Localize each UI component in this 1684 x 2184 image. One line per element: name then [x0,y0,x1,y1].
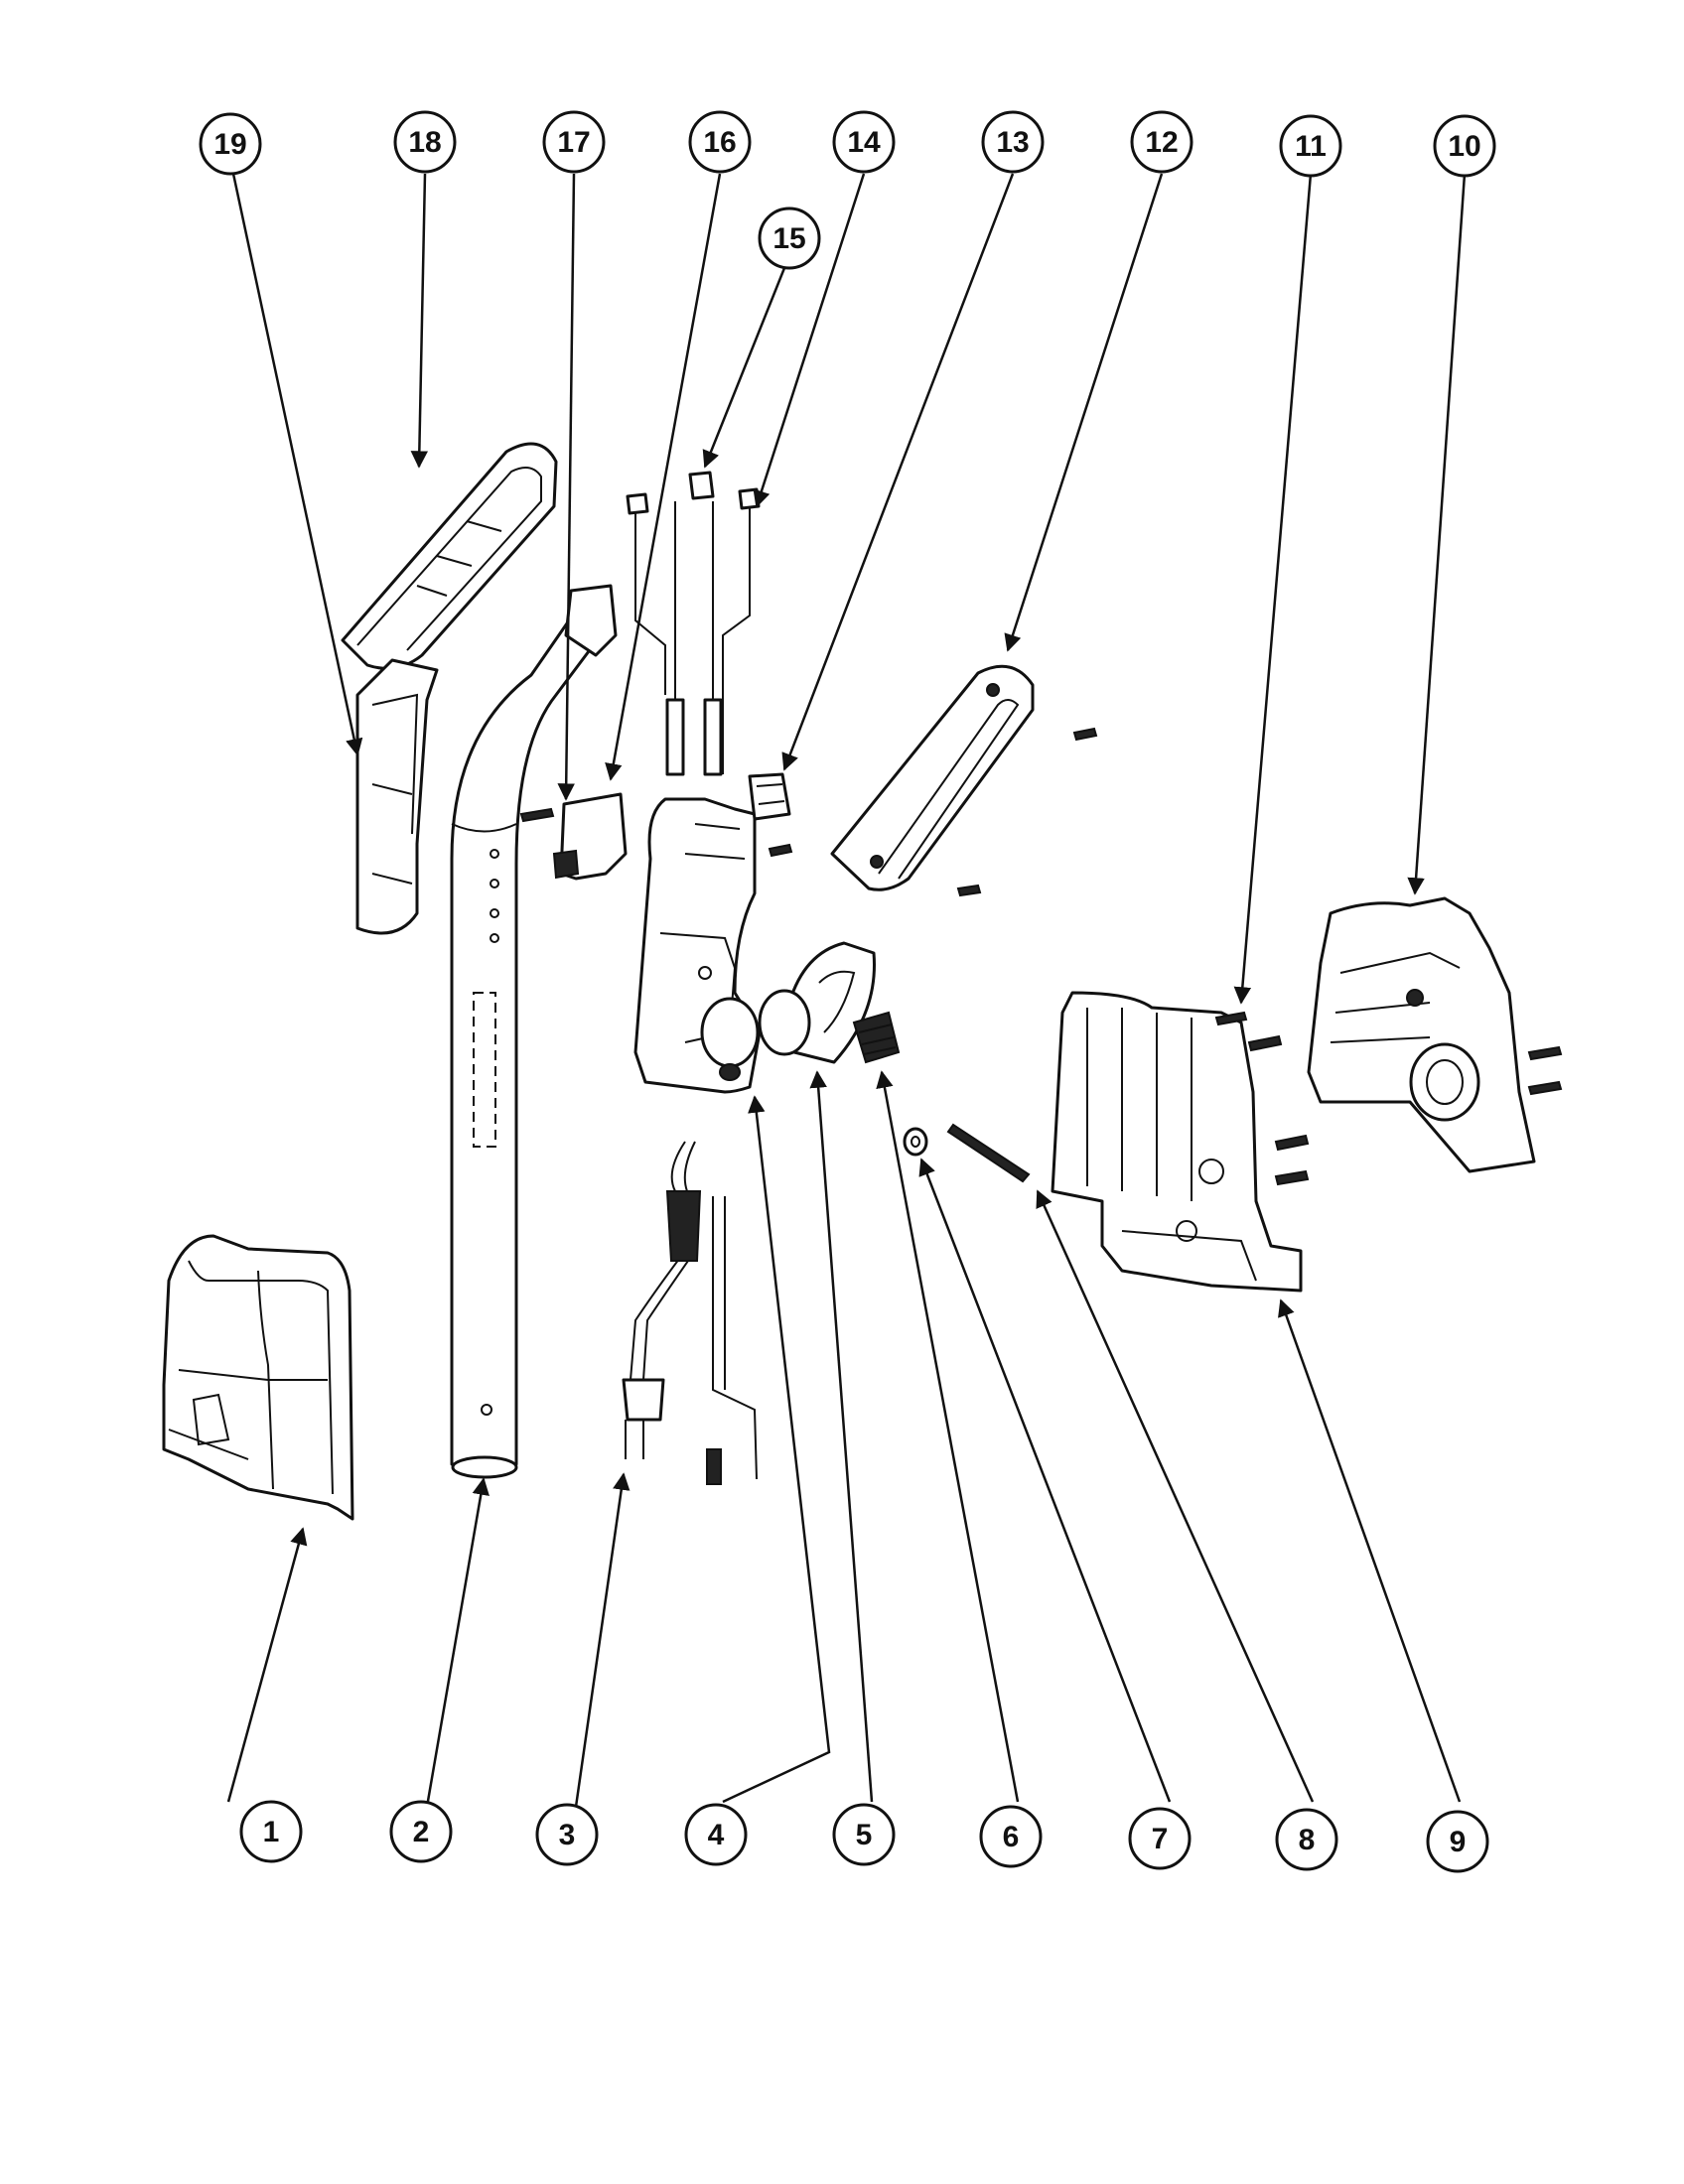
svg-text:10: 10 [1448,130,1480,163]
callout-2: 2 [389,1800,453,1863]
svg-text:6: 6 [1003,1821,1020,1853]
callout-13: 13 [981,110,1045,174]
part-16-wiring [626,492,666,695]
part-15-connector [665,471,723,776]
callout-15: 15 [758,206,821,270]
part-10-rear-cover [1307,896,1536,1173]
leader-3 [574,1472,631,1808]
callout-1: 1 [239,1800,303,1863]
svg-text:15: 15 [772,222,805,255]
leader-19 [231,173,363,756]
leader-17 [557,173,576,801]
callout-5: 5 [832,1803,896,1866]
svg-text:19: 19 [213,128,246,161]
part-17-bracket [519,792,628,881]
part-4-motor-housing [633,797,762,1094]
callout-14: 14 [832,110,896,174]
part-5-knob [758,941,876,1064]
leader-6 [876,1070,1020,1803]
callout-16: 16 [688,110,752,174]
callout-18: 18 [393,110,457,174]
svg-text:7: 7 [1152,1823,1169,1855]
svg-text:1: 1 [263,1816,280,1848]
part-2-handle-tube [450,584,618,1479]
callout-4: 4 [684,1803,748,1866]
leader-12 [1004,173,1164,652]
leader-2 [425,1477,490,1808]
leader-8 [1036,1189,1315,1803]
part-13-switch [748,772,793,858]
svg-text:14: 14 [847,126,881,159]
part-19-grip [355,658,439,935]
svg-text:8: 8 [1299,1824,1316,1856]
svg-text:9: 9 [1450,1826,1467,1858]
part-11-screws [1214,1011,1563,1186]
svg-text:11: 11 [1295,130,1327,163]
leader-15 [702,267,786,469]
svg-text:12: 12 [1145,126,1178,159]
callout-17: 17 [542,110,606,174]
svg-text:18: 18 [408,126,441,159]
part-18-upper-handle [341,442,558,670]
svg-text:17: 17 [557,126,590,159]
callout-12: 12 [1130,110,1193,174]
part-8-rod [946,1123,1031,1183]
leader-5 [809,1070,874,1803]
leader-4 [722,1095,831,1804]
svg-text:13: 13 [996,126,1029,159]
callout-6: 6 [979,1805,1043,1868]
leader-14 [753,173,866,508]
leader-18 [410,173,429,469]
part-9-base-frame [1051,991,1303,1293]
callout-8: 8 [1275,1808,1338,1871]
part-1-lower-cover [162,1234,354,1521]
leader-11 [1233,173,1313,1005]
svg-text:4: 4 [708,1819,725,1851]
leader-16 [605,173,722,781]
leader-9 [1278,1298,1462,1803]
callout-10: 10 [1433,114,1496,178]
svg-text:3: 3 [559,1819,576,1851]
svg-text:2: 2 [413,1816,430,1848]
leader-lines [226,173,1467,1808]
part-7-washer [903,1127,928,1157]
leader-1 [226,1527,308,1803]
svg-text:16: 16 [703,126,736,159]
svg-text:5: 5 [856,1819,873,1851]
leader-7 [918,1158,1172,1803]
leader-10 [1407,173,1467,895]
part-6-spring [852,1011,901,1064]
callout-19: 19 [199,112,262,176]
callout-11: 11 [1279,114,1342,178]
part-14-wire-lead [722,487,761,774]
part-3-power-cord [622,1141,758,1485]
callout-9: 9 [1426,1810,1489,1873]
callout-7: 7 [1128,1807,1192,1870]
part-12-handle-cover [830,664,1098,897]
callout-3: 3 [535,1803,599,1866]
leader-13 [781,173,1015,771]
